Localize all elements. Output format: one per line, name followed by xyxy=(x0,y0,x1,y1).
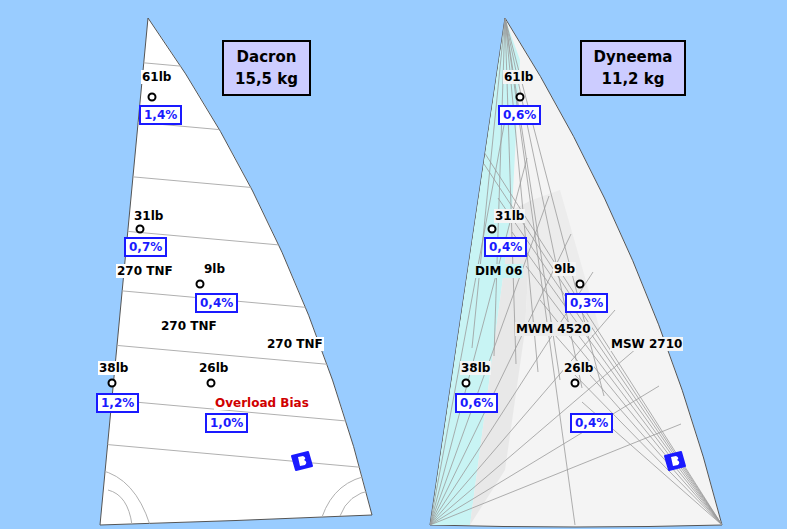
material-text: 15,5 kg xyxy=(235,68,298,90)
cloth-label: 270 TNF xyxy=(160,319,218,333)
stretch-value: 0,4% xyxy=(200,295,233,311)
dacron-sail xyxy=(100,18,372,525)
load-label: 26lb xyxy=(198,361,229,375)
load-label: 61lb xyxy=(503,70,534,84)
stretch-value: 0,6% xyxy=(503,107,536,123)
material-text: Dacron xyxy=(237,46,297,68)
stretch-box: 0,4% xyxy=(484,237,527,257)
cloth-label: MSW 2710 xyxy=(610,337,683,351)
material-text: 11,2 kg xyxy=(602,68,665,90)
stretch-box: 0,6% xyxy=(455,393,498,413)
stretch-box: 0,4% xyxy=(570,413,613,433)
stretch-box: 0,4% xyxy=(195,293,238,313)
luff-panel xyxy=(430,18,600,525)
stretch-value: 0,4% xyxy=(489,239,522,255)
cloth-label: 270 TNF xyxy=(266,337,324,351)
load-label: 9lb xyxy=(203,262,226,276)
cloth-label: DIM 06 xyxy=(474,264,523,278)
cloth-label: 270 TNF xyxy=(116,264,174,278)
stretch-value: 1,2% xyxy=(101,395,134,411)
radial-panels xyxy=(430,18,722,525)
load-label: 31lb xyxy=(494,209,525,223)
stretch-value: 0,6% xyxy=(460,395,493,411)
stretch-box: 0,6% xyxy=(498,105,541,125)
cloth-label: MWM 4520 xyxy=(515,322,592,336)
stretch-box: 1,2% xyxy=(96,393,139,413)
load-label: 61lb xyxy=(141,70,172,84)
material-box: Dyneema11,2 kg xyxy=(580,40,686,96)
stretch-box: 0,3% xyxy=(565,293,608,313)
stretch-box: 0,7% xyxy=(124,237,167,257)
sailmaker-logo xyxy=(292,452,312,470)
stretch-value: 0,3% xyxy=(570,295,603,311)
load-label: 9lb xyxy=(553,262,576,276)
stretch-value: 0,7% xyxy=(129,239,162,255)
stretch-box: 1,4% xyxy=(139,105,182,125)
stretch-value: 0,4% xyxy=(575,415,608,431)
sailmaker-logo xyxy=(665,452,685,470)
load-label: 38lb xyxy=(460,361,491,375)
sail-seams xyxy=(90,58,380,469)
corner-patch xyxy=(100,470,372,525)
load-label: 31lb xyxy=(133,209,164,223)
cloth-label: Overload Bias xyxy=(214,396,310,410)
material-box: Dacron15,5 kg xyxy=(222,40,311,96)
stretch-value: 1,4% xyxy=(144,107,177,123)
material-text: Dyneema xyxy=(593,46,672,68)
load-label: 26lb xyxy=(563,361,594,375)
stretch-box: 1,0% xyxy=(205,413,248,433)
strain-gauge-marks xyxy=(109,94,584,387)
dyneema-sail xyxy=(430,18,722,527)
stretch-value: 1,0% xyxy=(210,415,243,431)
load-label: 38lb xyxy=(98,361,129,375)
